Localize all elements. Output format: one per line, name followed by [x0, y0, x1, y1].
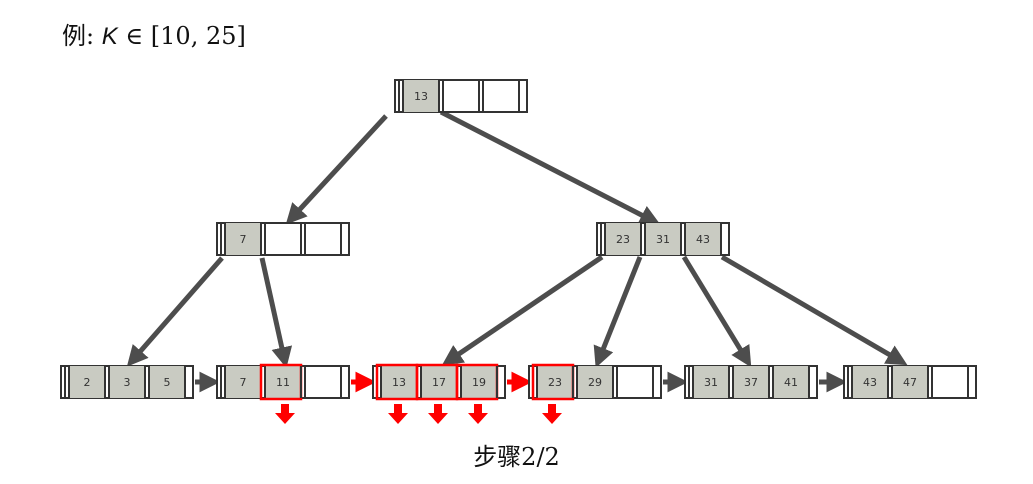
key-7: 7: [240, 233, 247, 246]
key-41: 41: [784, 376, 798, 389]
result-arrow-17: [428, 404, 448, 424]
leaf-node-3: 13 17 19: [372, 363, 506, 401]
step-caption: 步骤2/2: [473, 443, 560, 471]
tree-edge-3: [126, 256, 224, 367]
leaf-node-1: 2 3 5: [60, 365, 194, 399]
result-arrow-19: [468, 404, 488, 424]
key-13: 13: [414, 90, 428, 103]
key-31: 31: [656, 233, 670, 246]
key-5: 5: [164, 376, 171, 389]
tree-edge-8: [720, 254, 908, 366]
key-7: 7: [240, 376, 247, 389]
key-13: 13: [392, 376, 406, 389]
key-23: 23: [548, 376, 562, 389]
key-19: 19: [472, 376, 486, 389]
internal-node-2: 23 31 43: [596, 222, 730, 256]
key-11: 11: [276, 376, 290, 389]
leaf-node-6: 43 47: [843, 365, 977, 399]
root-node: 13: [394, 79, 528, 113]
tree-edge-7: [681, 255, 752, 368]
key-43: 43: [863, 376, 877, 389]
leaf-node-4: 23 29: [528, 363, 662, 401]
tree-edge-2: [439, 109, 661, 225]
tree-edge-1: [285, 114, 388, 225]
tree-edge-6: [593, 256, 643, 368]
result-arrow-13: [388, 404, 408, 424]
title-relation: ∈: [125, 22, 144, 50]
tree-edges: [126, 109, 908, 393]
key-47: 47: [903, 376, 917, 389]
internal-node-1: 7: [216, 222, 350, 256]
key-43: 43: [696, 233, 710, 246]
key-17: 17: [432, 376, 446, 389]
tree-edge-5: [441, 254, 604, 366]
result-arrow-11: [275, 404, 295, 424]
result-arrows: [275, 404, 562, 424]
title-prefix: 例:: [62, 22, 95, 50]
example-title: 例: K ∈ [10, 25]: [62, 16, 246, 51]
key-37: 37: [744, 376, 758, 389]
tree-edge-4: [259, 257, 293, 369]
key-29: 29: [588, 376, 602, 389]
key-3: 3: [124, 376, 131, 389]
leaf-node-5: 31 37 41: [684, 365, 818, 399]
key-31: 31: [704, 376, 718, 389]
leaf-node-2: 7 11: [216, 363, 350, 401]
result-arrow-23: [542, 404, 562, 424]
title-variable: K: [101, 23, 118, 50]
title-range: [10, 25]: [150, 22, 246, 50]
key-2: 2: [84, 376, 91, 389]
key-23: 23: [616, 233, 630, 246]
